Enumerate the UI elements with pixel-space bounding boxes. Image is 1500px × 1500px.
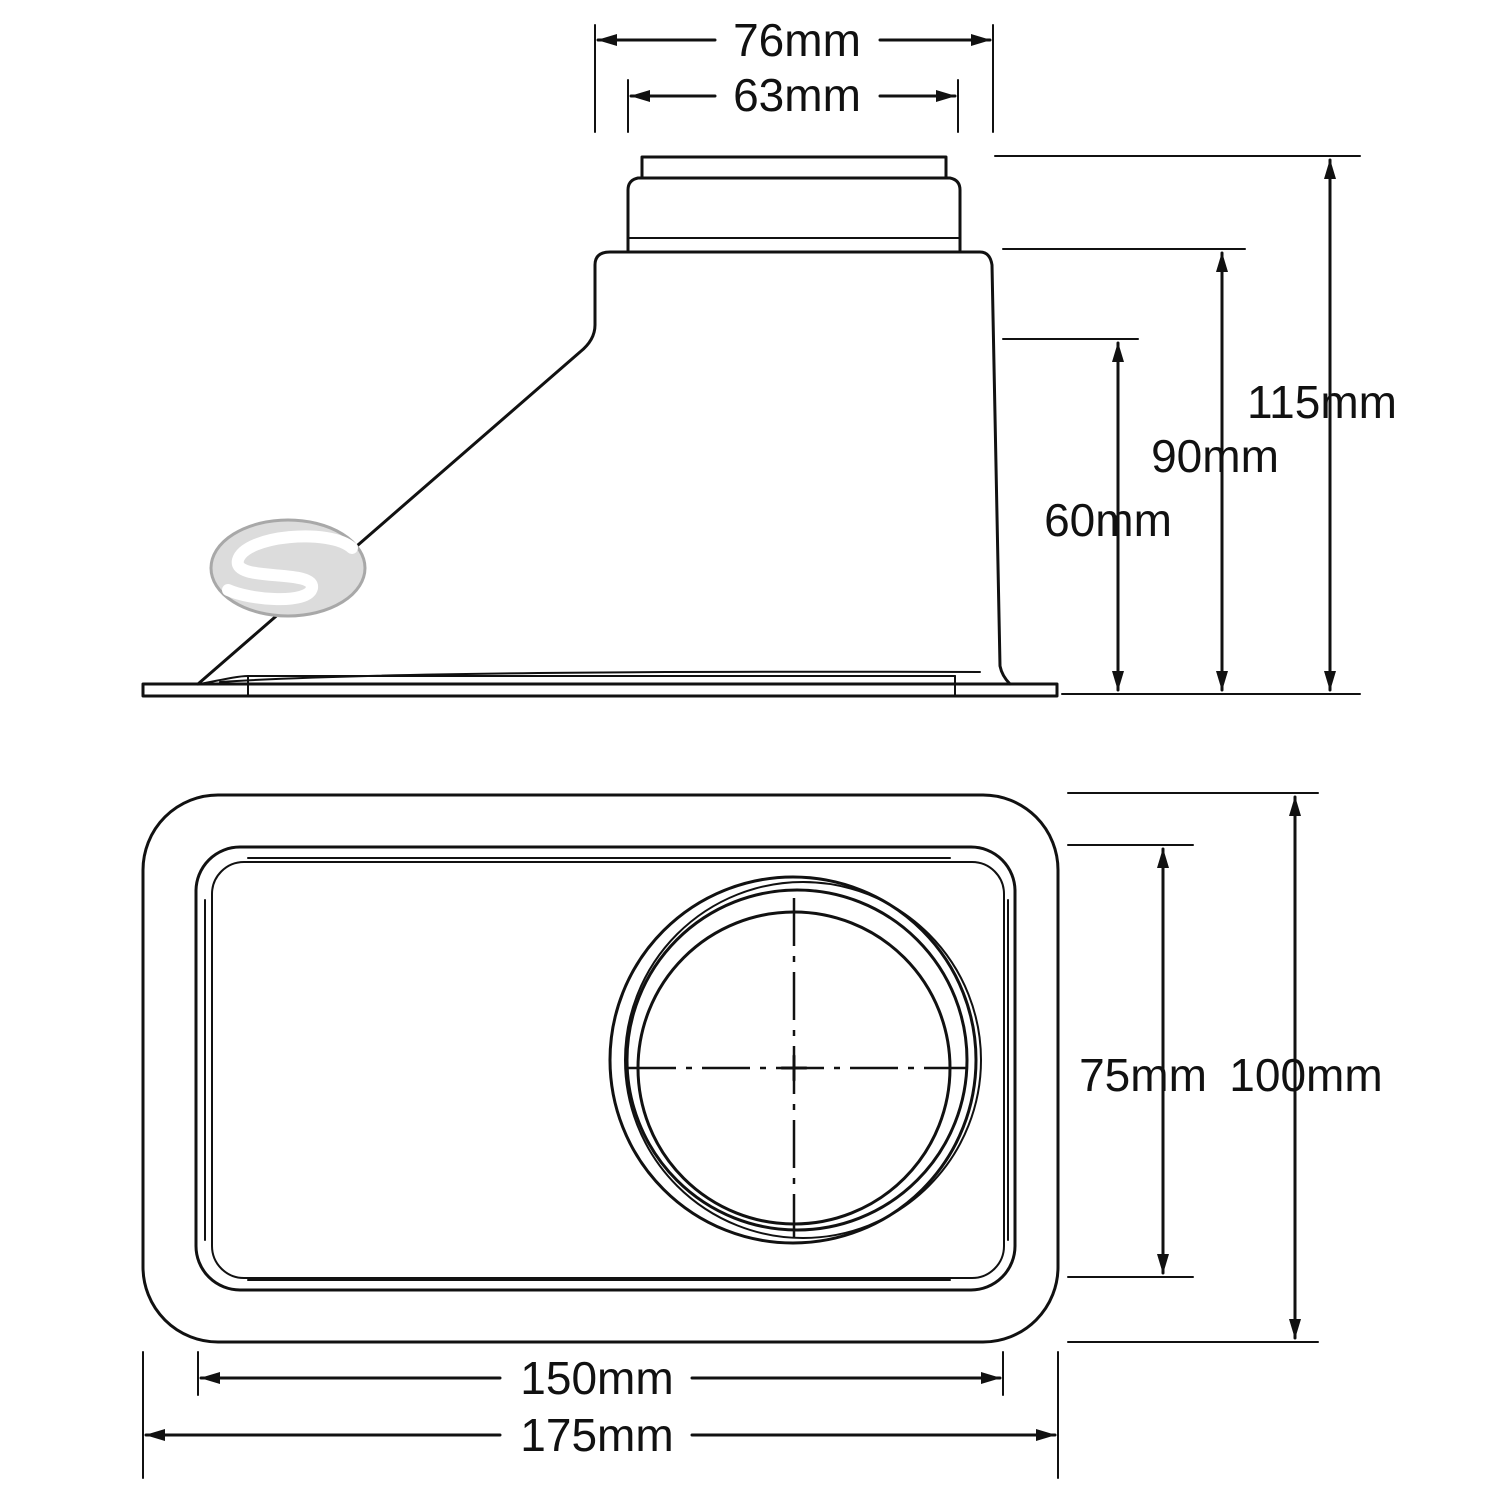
dim-115mm: 115mm: [1247, 376, 1397, 428]
top-view: 75mm 100mm 150mm 175mm: [141, 792, 1383, 1479]
dim-150mm: 150mm: [520, 1352, 673, 1404]
center-crosshair: [628, 898, 966, 1238]
dim-63mm: 63mm: [733, 69, 861, 121]
top-inner-recess: [194, 845, 1017, 1292]
dim-175mm: 175mm: [520, 1409, 673, 1461]
dim-100mm: 100mm: [1229, 1049, 1382, 1101]
side-neck: [626, 176, 962, 252]
side-body-outline: [196, 250, 1012, 686]
dim-75mm: 75mm: [1079, 1049, 1207, 1101]
dim-76mm: 76mm: [733, 14, 861, 66]
top-width-dimensions: 76mm 63mm: [594, 14, 994, 133]
side-top-lip: [640, 155, 948, 180]
top-outer-flange: [141, 793, 1060, 1344]
dim-90mm: 90mm: [1151, 430, 1279, 482]
brand-logo-icon: [209, 518, 367, 618]
dim-60mm: 60mm: [1044, 494, 1172, 546]
top-height-dimensions: 75mm 100mm: [1067, 792, 1383, 1343]
top-inner-floor: [211, 861, 1005, 1279]
side-view: 76mm 63mm 115mm 90mm 60mm: [141, 14, 1397, 698]
height-dimensions: 115mm 90mm 60mm: [994, 155, 1397, 695]
top-length-dimensions: 150mm 175mm: [142, 1351, 1059, 1479]
side-base-flange: [141, 682, 1059, 698]
